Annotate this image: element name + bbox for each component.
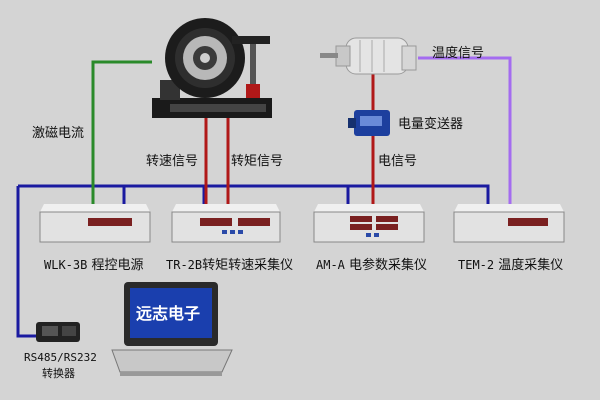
tem2-name: 温度采集仪 [498,258,564,273]
wlk3b-caption: WLK-3B 程控电源 [44,254,144,273]
laptop-icon [111,282,233,376]
power-transmitter-label: 电量变送器 [398,117,464,132]
converter-line2: 转换器 [42,367,75,380]
wiring [16,56,512,338]
wlk3b-model: WLK-3B [44,258,88,272]
temperature-signal-label: 温度信号 [432,46,485,61]
tem2-model: TEM-2 [458,258,495,272]
tr2b-name: 转矩转速采集仪 [202,258,294,273]
converter-line1: RS485/RS232 [24,351,97,364]
ama-name: 电参数采集仪 [349,258,428,273]
temperature-line [418,56,512,212]
bus-line [16,184,490,338]
laptop-screen-text: 远志电子 [136,304,201,323]
instrument-tem2 [453,204,565,243]
ama-caption: AM-A 电参数采集仪 [316,254,427,273]
motor-icon [320,37,417,75]
power-transmitter-icon [348,110,390,136]
excitation-line [91,60,152,210]
torque-signal-label: 转矩信号 [231,154,284,169]
instrument-wlk3b [39,204,151,243]
ama-model: AM-A [316,258,345,272]
instrument-tr2b [171,204,281,243]
tr2b-caption: TR-2B转矩转速采集仪 [166,254,293,273]
tem2-caption: TEM-2 温度采集仪 [458,254,563,273]
instrument-ama [313,204,425,243]
electric-signal-label: 电信号 [378,154,418,169]
converter-icon [36,322,80,342]
tr2b-model: TR-2B [166,258,203,272]
speed-signal-label: 转速信号 [146,154,199,169]
dynamometer-icon [152,18,272,118]
wlk3b-name: 程控电源 [91,258,144,273]
excitation-current-label: 激磁电流 [32,126,85,141]
